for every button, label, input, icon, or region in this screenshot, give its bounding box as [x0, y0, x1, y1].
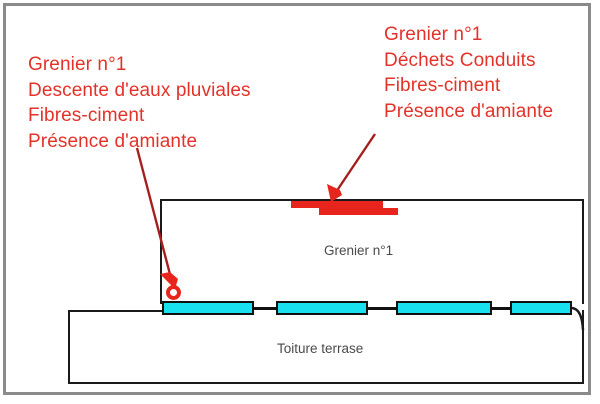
annotation-left-line-2: Descente d'eaux pluviales	[28, 79, 251, 101]
duct-bar-lower	[319, 208, 398, 215]
panel-1	[162, 301, 254, 315]
terrace-top-edge-left	[68, 310, 164, 312]
annotation-right-line-1: Grenier n°1	[384, 24, 483, 45]
annotation-left-line-4: Présence d'amiante	[28, 130, 198, 152]
annotation-left-line-1: Grenier n°1	[28, 54, 127, 75]
attic-label: Grenier n°1	[324, 243, 394, 258]
panel-3	[396, 301, 492, 315]
panel-2	[276, 301, 368, 315]
panel-connector-2	[366, 306, 398, 310]
annotation-right: Grenier n°1 Déchets Conduits Fibres-cime…	[384, 22, 553, 124]
annotation-right-line-4: Présence d'amiante	[384, 100, 554, 122]
annotation-left-line-3: Fibres-ciment	[28, 105, 145, 126]
annotation-right-line-2: Déchets Conduits	[384, 49, 536, 71]
duct-bar-upper	[291, 201, 383, 208]
annotation-left: Grenier n°1 Descente d'eaux pluviales Fi…	[28, 52, 251, 154]
terrace-outline	[68, 310, 584, 384]
annotation-right-line-3: Fibres-ciment	[384, 75, 501, 96]
panel-4	[510, 301, 572, 315]
downpipe-circle-icon	[166, 285, 181, 300]
terrace-label: Toiture terrase	[277, 341, 364, 356]
panel-connector-3	[490, 306, 512, 310]
panel-connector-1	[252, 306, 278, 310]
